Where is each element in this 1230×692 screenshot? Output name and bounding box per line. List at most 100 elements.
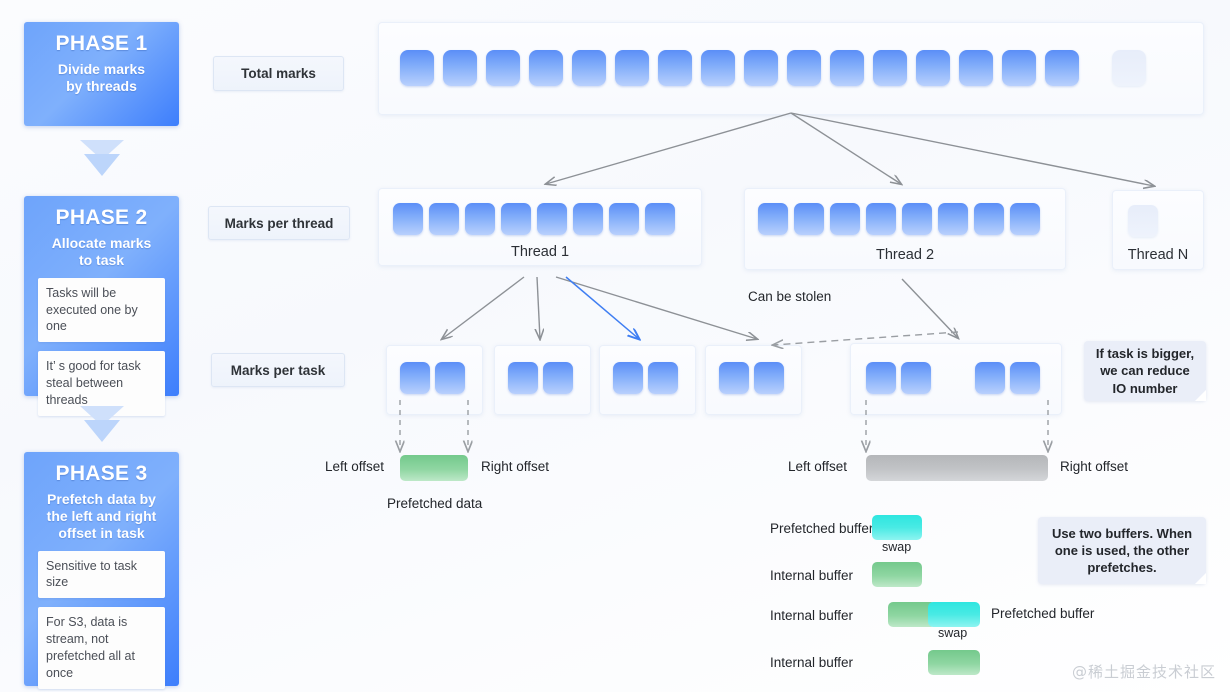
buffer-label-prefetched-2: Prefetched buffer — [991, 606, 1095, 621]
thread-label-n: Thread N — [1127, 247, 1189, 263]
task-marks-row — [975, 362, 1040, 394]
mark — [529, 50, 563, 86]
thread-marks-row — [758, 203, 1040, 235]
thread-panel-n — [1112, 190, 1204, 270]
phase-title: PHASE 1 — [55, 32, 148, 55]
mark — [615, 50, 649, 86]
mark — [787, 50, 821, 86]
mark — [938, 203, 968, 235]
swap-label-2: swap — [938, 626, 968, 640]
mark — [648, 362, 678, 394]
row-label-marks-per-task: Marks per task — [211, 353, 345, 387]
phase-subtitle: Prefetch data by the left and right offs… — [46, 491, 157, 541]
mark — [486, 50, 520, 86]
row-label-marks-per-thread: Marks per thread — [208, 206, 350, 240]
mark — [974, 203, 1004, 235]
left-offset-label-1: Left offset — [325, 459, 385, 474]
watermark: @稀土掘金技术社区 — [1071, 663, 1216, 681]
mark — [572, 50, 606, 86]
mark — [744, 50, 778, 86]
buffer-bar-internal-3 — [928, 650, 980, 675]
row-label-total-marks: Total marks — [213, 56, 344, 91]
mark — [758, 203, 788, 235]
task-marks-row — [613, 362, 678, 394]
phase-note: It’ s good for task steal between thread… — [38, 351, 165, 416]
mark-placeholder — [1128, 205, 1158, 237]
mark — [1045, 50, 1079, 86]
task-marks-row — [400, 362, 465, 394]
phase-card-3: PHASE 3 Prefetch data by the left and ri… — [24, 452, 179, 689]
mark — [719, 362, 749, 394]
callout-two-buffers: Use two buffers. When one is used, the o… — [1038, 517, 1206, 584]
mark — [501, 203, 531, 235]
mark — [794, 203, 824, 235]
can-be-stolen-label: Can be stolen — [748, 289, 832, 304]
mark — [754, 362, 784, 394]
mark — [901, 362, 931, 394]
task-panel — [386, 345, 483, 415]
mark — [393, 203, 423, 235]
mark — [400, 50, 434, 86]
prefetched-data-label: Prefetched data — [387, 496, 483, 511]
prefetched-data-bar — [400, 455, 468, 481]
buffer-label-internal-2: Internal buffer — [770, 608, 854, 623]
mark — [1002, 50, 1036, 86]
task-marks-row — [866, 362, 931, 394]
thread-marks-row — [393, 203, 675, 235]
mark — [902, 203, 932, 235]
phase-card-2: PHASE 2 Allocate marks to task Tasks wil… — [24, 196, 179, 416]
callout-bigger-task: If task is bigger, we can reduce IO numb… — [1084, 341, 1206, 401]
right-offset-label-1: Right offset — [481, 459, 550, 474]
mark — [443, 50, 477, 86]
task-marks-row — [508, 362, 573, 394]
phase-card-1: PHASE 1 Divide marks by threads — [24, 22, 179, 126]
buffer-bar-prefetched-2 — [928, 602, 980, 627]
mark — [1010, 203, 1040, 235]
task-marks-row — [719, 362, 784, 394]
mark — [465, 203, 495, 235]
buffer-label-internal-1: Internal buffer — [770, 568, 854, 583]
phase-note: For S3, data is stream, not prefetched a… — [38, 607, 165, 689]
swap-label-1: swap — [882, 540, 912, 554]
mark — [645, 203, 675, 235]
thread1-to-task-arrow-highlight — [565, 276, 639, 339]
mark — [959, 50, 993, 86]
thread1-to-task-arrows — [442, 276, 757, 339]
mark — [658, 50, 692, 86]
mark — [613, 362, 643, 394]
mark — [609, 203, 639, 235]
buffer-label-prefetched-1: Prefetched buffer — [770, 521, 874, 536]
right-offset-label-2: Right offset — [1060, 459, 1129, 474]
split-arrows-total-to-threads — [546, 112, 1154, 186]
row-label-text: Marks per task — [230, 362, 326, 378]
phase-title: PHASE 2 — [55, 206, 148, 229]
mark — [866, 362, 896, 394]
buffer-bar-internal-1 — [872, 562, 922, 587]
thread-label-2: Thread 2 — [875, 247, 935, 263]
mark — [873, 50, 907, 86]
phase-subtitle: Allocate marks to task — [51, 235, 152, 268]
mark — [830, 50, 864, 86]
mark — [435, 362, 465, 394]
phase-subtitle: Divide marks by threads — [57, 61, 146, 94]
thread-label-1: Thread 1 — [510, 244, 570, 260]
buffer-bar-prefetched-1 — [872, 515, 922, 540]
mark — [975, 362, 1005, 394]
mark — [701, 50, 735, 86]
mark — [429, 203, 459, 235]
phase-note: Tasks will be executed one by one — [38, 277, 165, 343]
mark — [1010, 362, 1040, 394]
mark — [830, 203, 860, 235]
mark — [916, 50, 950, 86]
buffer-label-internal-3: Internal buffer — [770, 655, 854, 670]
mark-placeholder — [1112, 50, 1146, 86]
phase-connector-1-2 — [78, 138, 126, 180]
row-label-text: Total marks — [241, 66, 316, 81]
total-marks-row — [400, 50, 1146, 86]
phase-note: Sensitive to task size — [38, 550, 165, 599]
thread2-to-task-arrow — [901, 278, 958, 338]
mark — [508, 362, 538, 394]
row-label-text: Marks per thread — [224, 215, 334, 231]
mark — [543, 362, 573, 394]
